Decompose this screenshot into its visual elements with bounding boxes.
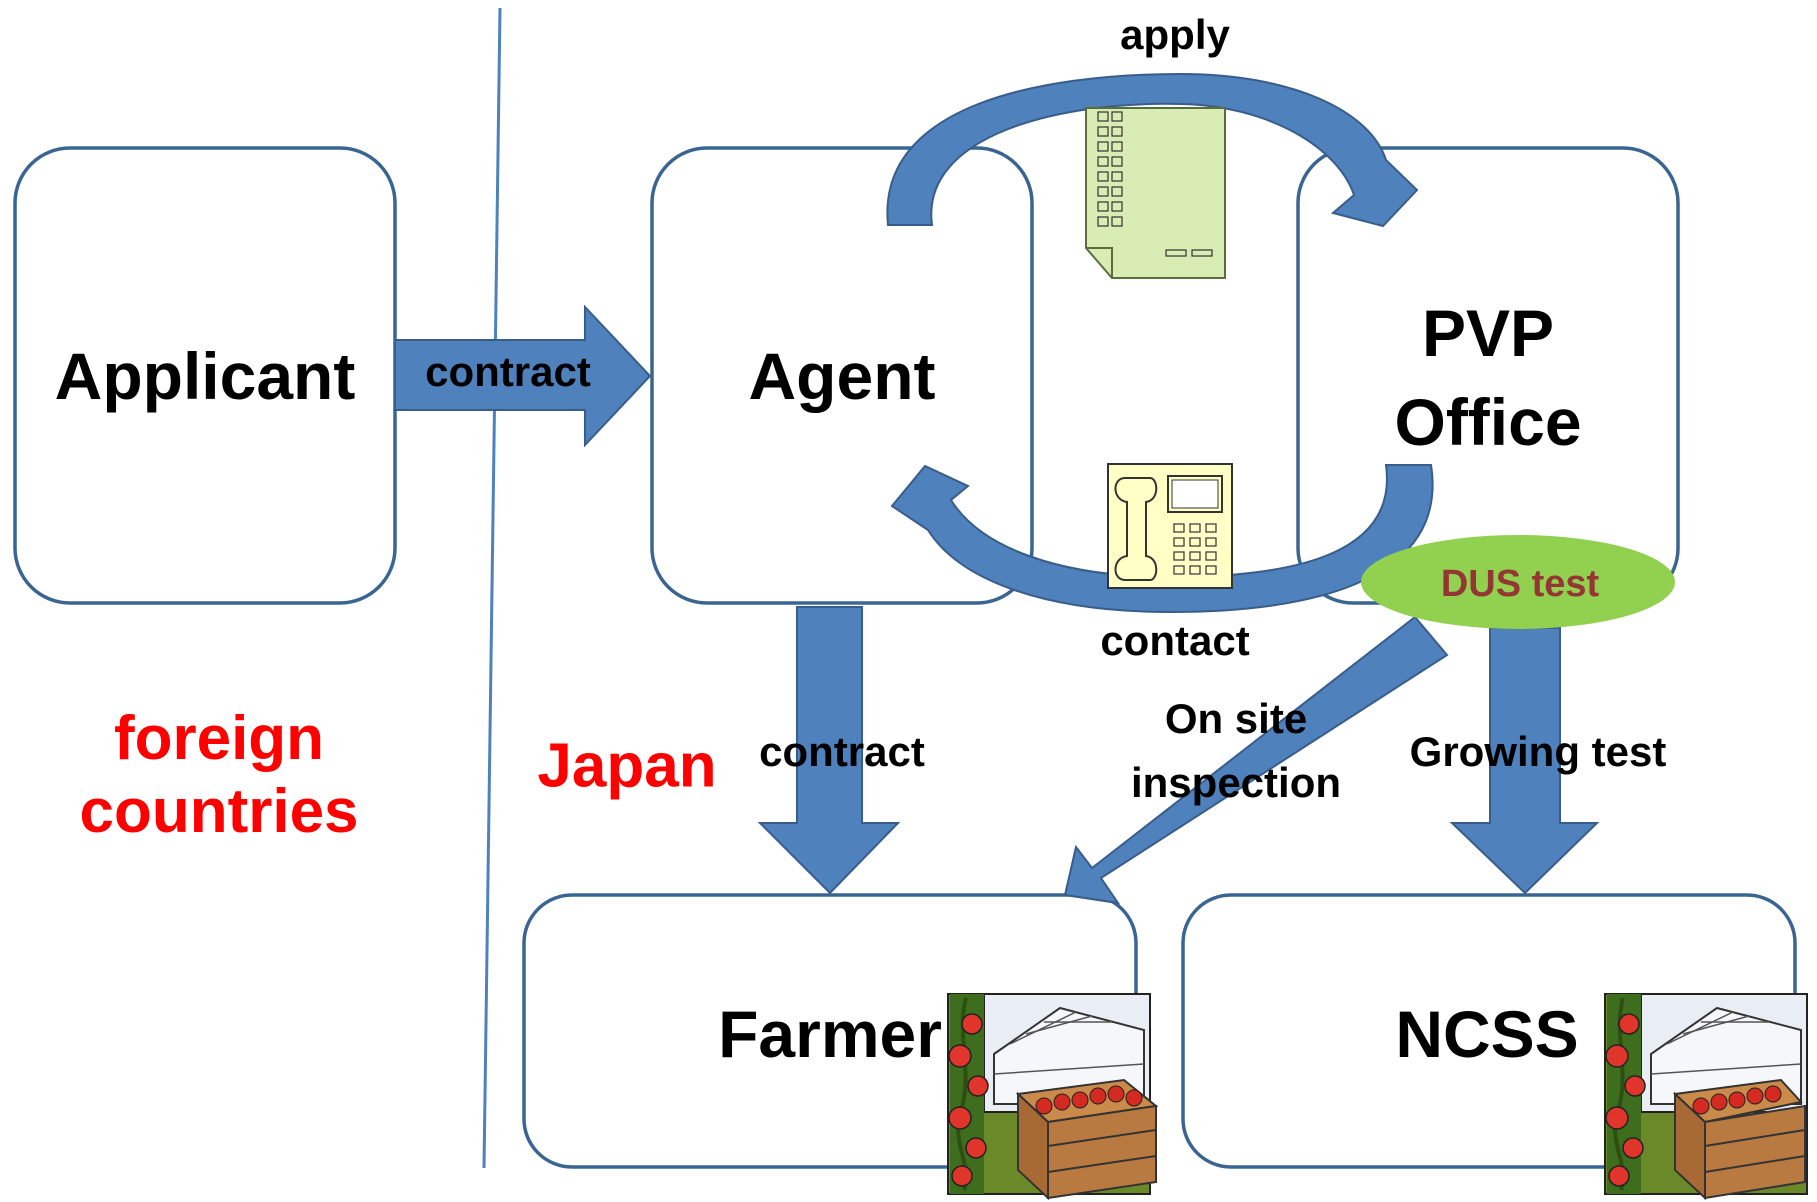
dus-test-ellipse: [1361, 535, 1675, 629]
contract-arrow-applicant-agent: [394, 304, 652, 448]
document-icon: [1085, 107, 1226, 279]
contract-edge-label-applicant-agent: contract: [425, 348, 591, 395]
foreign-region-line2: countries: [79, 777, 359, 846]
on-site-inspection-label-line1: On site: [1164, 695, 1308, 742]
greenhouse-tomato-icon: [947, 993, 1159, 1201]
apply-curved-arrow: [886, 72, 1419, 228]
growing-test-arrow: [1449, 627, 1600, 895]
telephone-icon: [1107, 463, 1233, 589]
agent-label: Agent: [748, 339, 936, 413]
greenhouse-tomato-icon: [1604, 993, 1808, 1201]
contract-edge-label-agent-farmer: contract: [759, 728, 925, 775]
border-divider-line: [482, 7, 502, 1169]
applicant-label: Applicant: [54, 339, 356, 413]
foreign-countries-region-label: foreign countries: [79, 702, 358, 848]
contract-arrow-agent-farmer: [757, 606, 901, 895]
contact-curved-arrow: [890, 464, 1434, 614]
ncss-label: NCSS: [1395, 997, 1579, 1071]
contact-edge-label: contact: [1100, 617, 1250, 664]
japan-region-label: Japan: [537, 731, 717, 801]
growing-test-label: Growing test: [1409, 728, 1667, 775]
pvp-office-label-line1: PVP: [1421, 296, 1555, 370]
pvp-office-label-line2: Office: [1394, 385, 1582, 459]
farmer-label: Farmer: [718, 997, 942, 1071]
dus-test-label: DUS test: [1440, 563, 1600, 605]
apply-edge-label: apply: [1120, 11, 1230, 58]
foreign-region-line1: foreign: [113, 703, 325, 773]
on-site-inspection-label-line2: inspection: [1130, 759, 1342, 806]
on-site-inspection-arrow: [1063, 615, 1449, 905]
